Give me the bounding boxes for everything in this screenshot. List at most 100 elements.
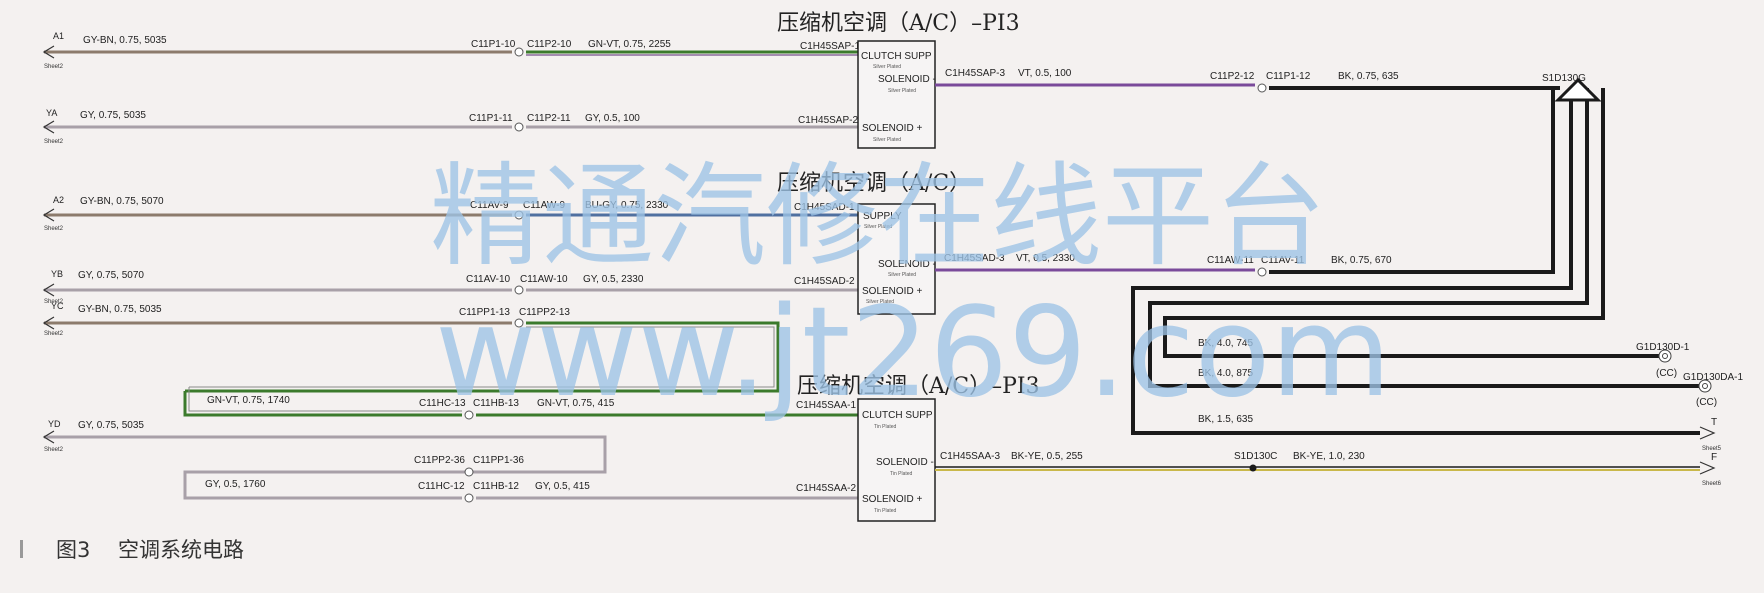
connector-node (514, 210, 524, 220)
connector-label: C11PP2-13 (519, 307, 570, 318)
wire-spec: BK, 4.0, 875 (1198, 368, 1253, 379)
sheet-ref: Sheet2 (44, 139, 64, 145)
ground-label: G1D130D-1 (1636, 342, 1690, 353)
terminal-label: C1H45SAP-2 (798, 115, 858, 126)
connector-node (464, 493, 474, 503)
wire-spec: GY-BN, 0.75, 5035 (78, 304, 162, 315)
caption-text: 空调系统电路 (118, 538, 244, 562)
pin-plating: Silver Plated (866, 299, 894, 305)
connector-label: C11AW-9 (523, 200, 565, 211)
splice-label: S1D130C (1234, 451, 1277, 462)
wire-spec: GY-BN, 0.75, 5070 (80, 196, 164, 207)
splice-label: S1D130G (1542, 73, 1586, 84)
pin-plating: Tin Plated (874, 424, 897, 430)
connector-label: C11P2-10 (527, 39, 572, 50)
wire-spec: GY, 0.5, 1760 (205, 479, 266, 490)
left-wire-row-2: YA GY, 0.75, 5035 Sheet2 C11P1-11 C11P2-… (42, 108, 860, 145)
pin-label: YA (46, 108, 57, 118)
pin-plating: Silver Plated (873, 137, 901, 143)
ground-cc: (CC) (1696, 397, 1717, 408)
terminal-label: C1H45SAA-3 (940, 451, 1000, 462)
wire-spec: GN-VT, 0.75, 1740 (207, 395, 290, 406)
right-wire-row-2: C1H45SAD-3 VT, 0.5, 2330 C11AW-11 C11AV-… (935, 253, 1555, 277)
pin-plating: Tin Plated (890, 471, 913, 477)
pin-label: YC (51, 301, 64, 311)
connector-label: C11HB-13 (473, 398, 519, 409)
left-wire-row-6: YD GY, 0.75, 5035 Sheet2 C11PP2-36 C11PP… (42, 419, 860, 503)
connector-label: C11HB-12 (473, 481, 519, 492)
right-wire-row-1: C1H45SAP-3 VT, 0.5, 100 C11P2-12 C11P1-1… (935, 68, 1560, 93)
ground-harness (1131, 88, 1700, 435)
connector-label: C11PP1-13 (459, 307, 510, 318)
wire-spec: GN-VT, 0.75, 2255 (588, 39, 671, 50)
terminal-label: C1H45SAA-2 (796, 483, 856, 494)
sheet-ref: Sheet2 (44, 447, 64, 453)
pin-label: A1 (53, 31, 64, 41)
connector-node (514, 47, 524, 57)
wire-spec: GY, 0.5, 2330 (583, 274, 644, 285)
pin-label: YB (51, 269, 63, 279)
left-wire-row-3: A2 GY-BN, 0.75, 5070 Sheet2 C11AV-9 C11A… (42, 195, 860, 232)
connector-label: C11AV-11 (1261, 255, 1305, 266)
pin-name: SOLENOID + (862, 494, 922, 505)
connector-node (514, 285, 524, 295)
terminal-label: C1H45SAP-3 (945, 68, 1005, 79)
ground-point-1: G1D130D-1 (CC) (1636, 342, 1690, 379)
compressor-component-1: CLUTCH SUPP Silver Plated SOLENOID - Sil… (857, 40, 936, 149)
sheet-ref: Sheet5 (1702, 446, 1722, 452)
connector-node (464, 410, 474, 420)
wire-spec: BU-GY, 0.75, 2330 (585, 200, 669, 211)
pin-plating: Silver Plated (873, 64, 901, 70)
wire-spec: GY, 0.75, 5070 (78, 270, 144, 281)
terminal-label: C1H45SAP-1 (800, 41, 860, 52)
connector-label: C11P1-12 (1266, 71, 1311, 82)
watermark-line-2: www.jt269.com (435, 281, 1391, 425)
wire-spec: BK, 0.75, 635 (1338, 71, 1399, 82)
splice-dot (1249, 464, 1257, 472)
wire-spec: BK, 1.5, 635 (1198, 414, 1253, 425)
offsheet-f: F Sheet6 (1699, 452, 1722, 487)
connector-label: C11HC-12 (418, 481, 465, 492)
connector-label: C11PP1-36 (473, 455, 524, 466)
connector-label: C11P2-12 (1210, 71, 1255, 82)
connector-label: C11HC-13 (419, 398, 466, 409)
wire-spec: BK-YE, 0.5, 255 (1011, 451, 1083, 462)
connector-label: C11P1-11 (469, 113, 513, 124)
wire-spec: VT, 0.5, 100 (1018, 68, 1072, 79)
connector-label: C11AW-10 (520, 274, 568, 285)
connector-label: C11AV-9 (470, 200, 509, 211)
pin-plating: Silver Plated (864, 224, 892, 230)
compressor-title-2: 压缩机空调（A/C） (777, 171, 971, 196)
pin-name: SOLENOID + (862, 286, 922, 297)
right-wire-row-3: C1H45SAA-3 BK-YE, 0.5, 255 S1D130C BK-YE… (935, 451, 1700, 472)
caption-figure: 图3 (56, 538, 90, 562)
pin-label: A2 (53, 195, 64, 205)
ground-point-2: G1D130DA-1 (CC) (1683, 372, 1743, 408)
wire-spec: BK, 0.75, 670 (1331, 255, 1392, 266)
compressor-title-3: 压缩机空调（A/C）–PI3 (797, 374, 1040, 399)
caption-bar (20, 540, 23, 558)
wire-spec: GN-VT, 0.75, 415 (537, 398, 615, 409)
sheet-ref: Sheet2 (44, 299, 64, 305)
left-wire-row-1: A1 GY-BN, 0.75, 5035 Sheet2 C11P1-10 C11… (42, 31, 860, 70)
wire-spec: VT, 0.5, 2330 (1016, 253, 1075, 264)
terminal-label: C1H45SAD-3 (944, 253, 1005, 264)
connector-label: C11P1-10 (471, 39, 516, 50)
connector-node (514, 122, 524, 132)
sheet-ref: Sheet6 (1702, 481, 1722, 487)
terminal-label: C1H45SAD-1 (794, 202, 855, 213)
connector-label: C11PP2-36 (414, 455, 465, 466)
connector-node (464, 467, 474, 477)
offsheet-t: T Sheet5 (1699, 417, 1722, 452)
offsheet-letter: F (1711, 452, 1717, 463)
ground-label: G1D130DA-1 (1683, 372, 1743, 383)
compressor-component-3: CLUTCH SUPP Tin Plated SOLENOID - Tin Pl… (857, 398, 936, 522)
wire-spec: BK, 4.0, 745 (1198, 338, 1253, 349)
wire-spec: BK-YE, 1.0, 230 (1293, 451, 1365, 462)
pin-label: YD (48, 419, 61, 429)
pin-name: SOLENOID - (878, 74, 936, 85)
pin-name: CLUTCH SUPP (861, 51, 932, 62)
pin-name: SOLENOID - (878, 259, 936, 270)
connector-label: C11P2-11 (527, 113, 571, 124)
